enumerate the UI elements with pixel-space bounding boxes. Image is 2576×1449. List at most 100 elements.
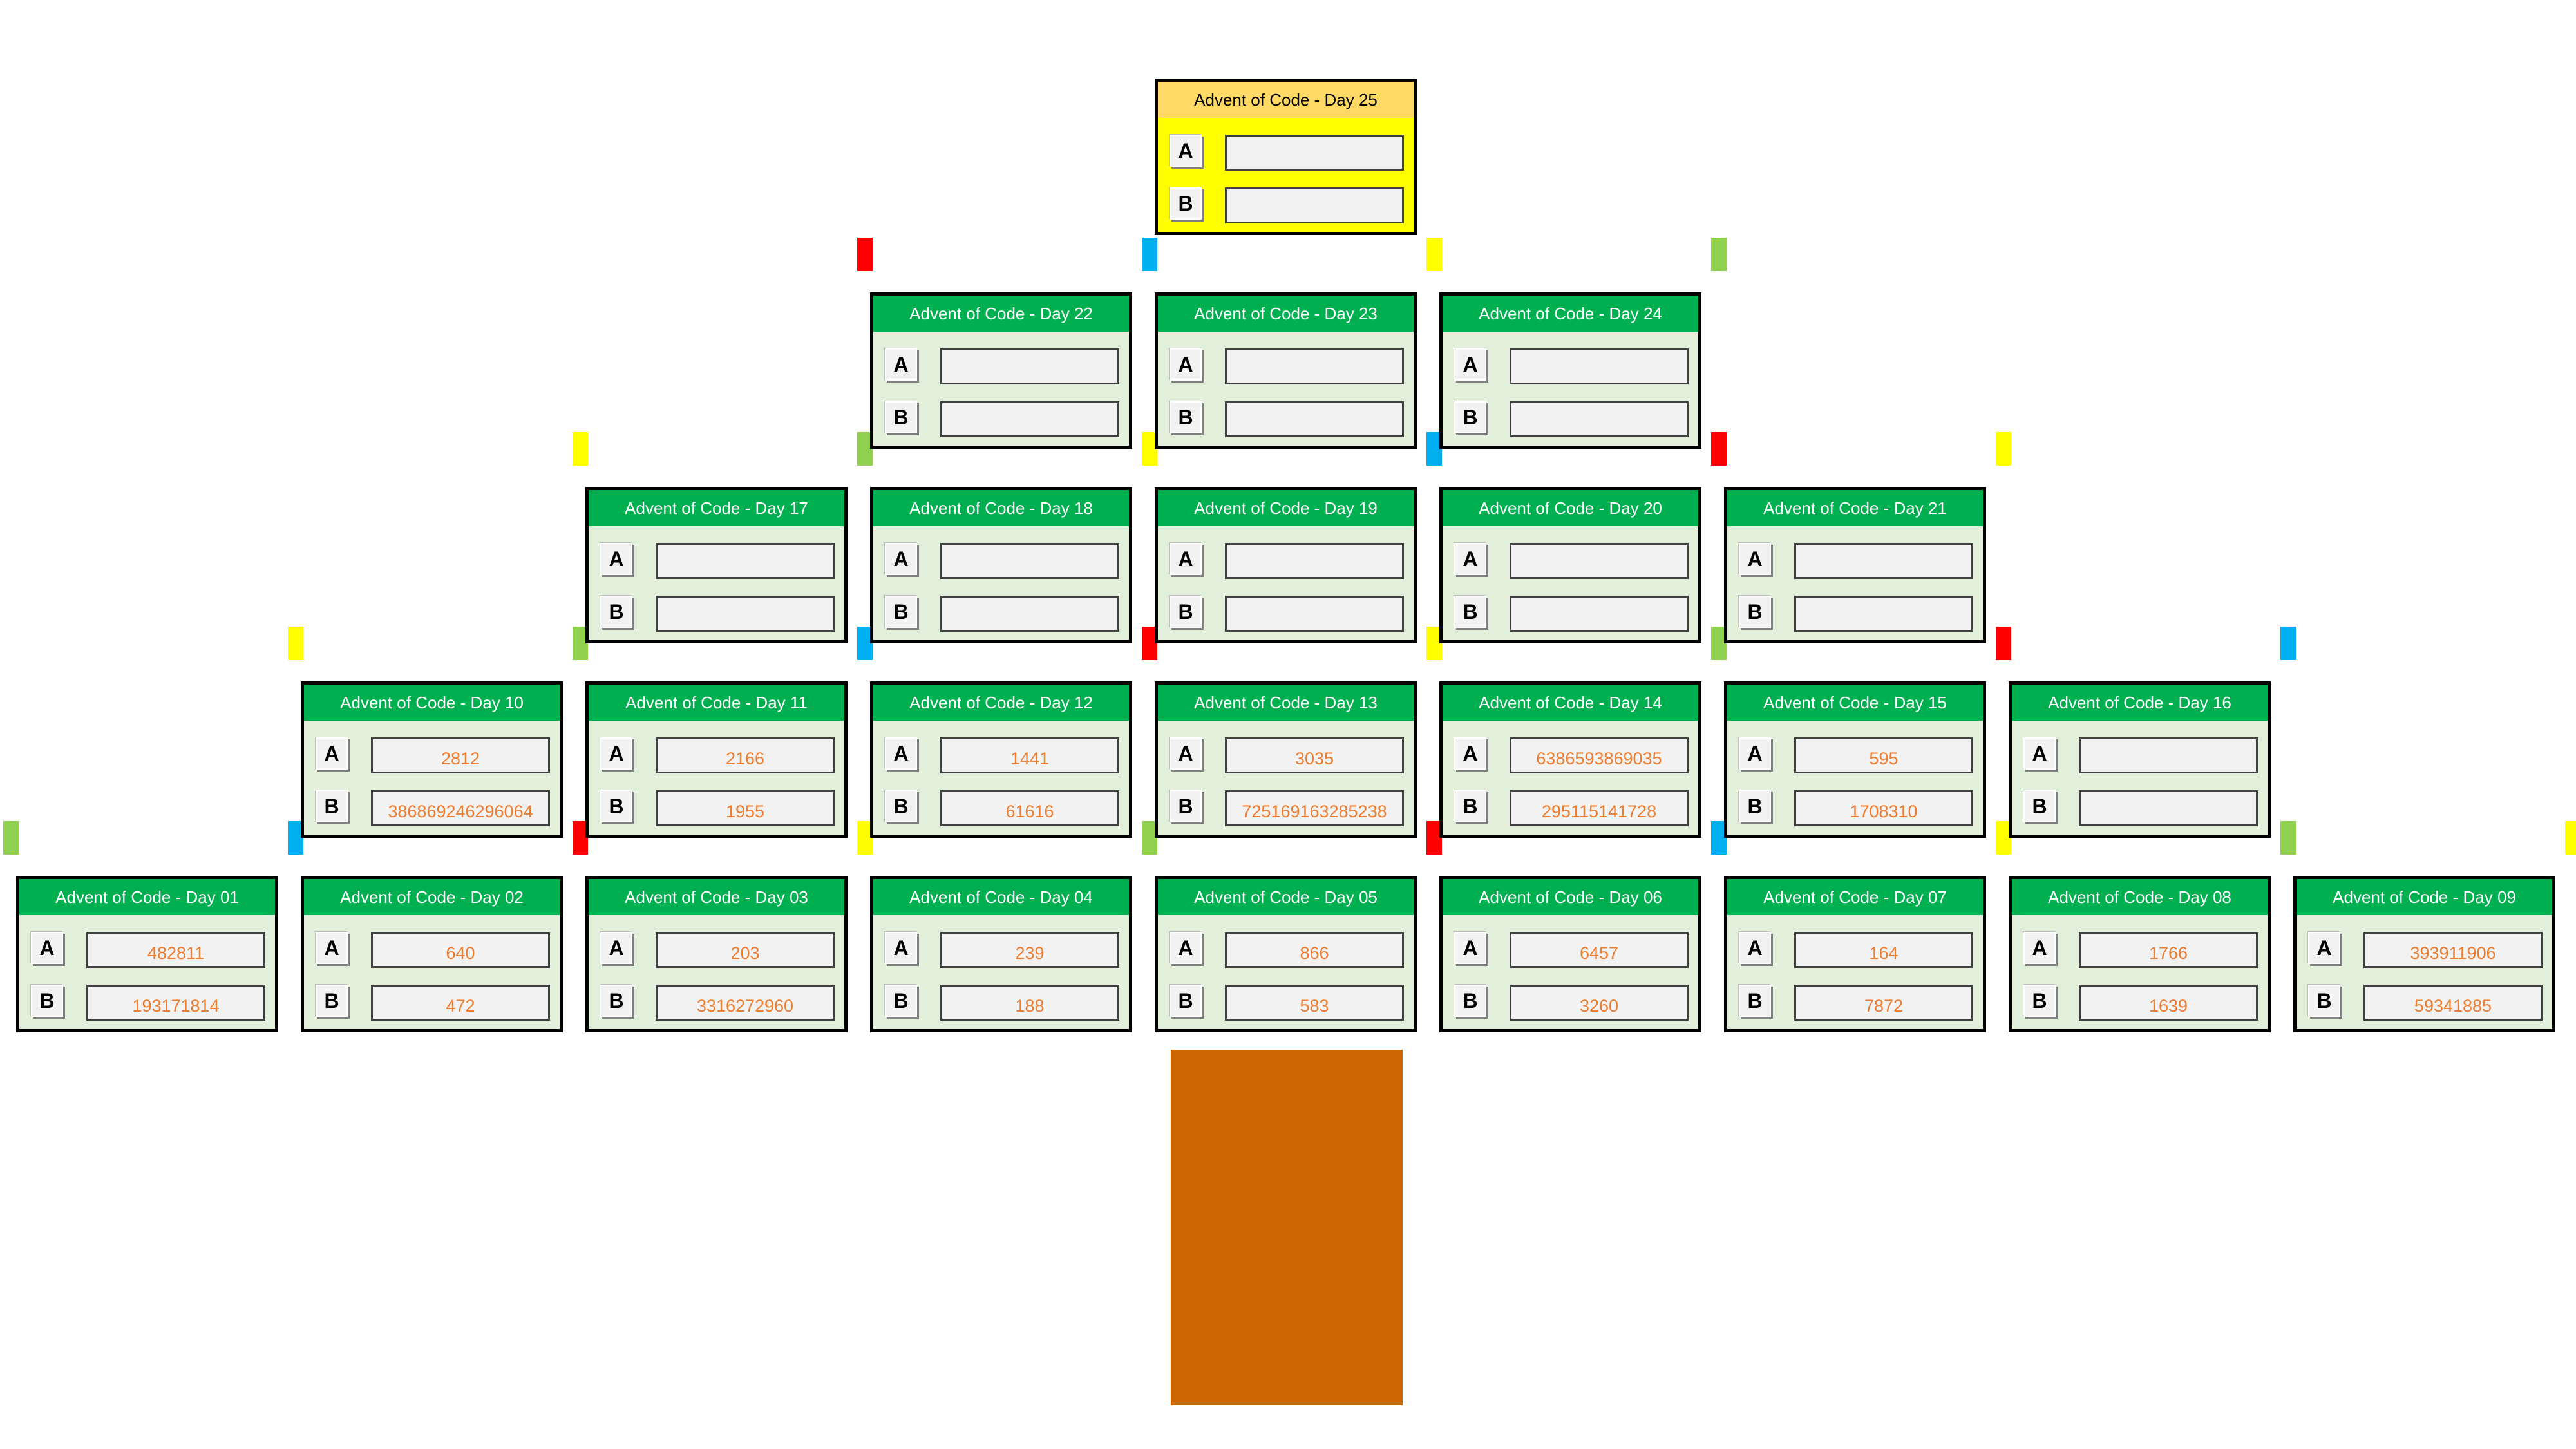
day-24-answer-b-field[interactable] <box>1510 401 1689 437</box>
day-10-answer-b-field[interactable]: 386869246296064 <box>371 790 550 826</box>
day-03-answer-a-field[interactable]: 203 <box>656 932 835 968</box>
day-16-solve-a-button[interactable]: A <box>2023 737 2056 770</box>
day-13-answer-b-field[interactable]: 725169163285238 <box>1225 790 1404 826</box>
day-08-answer-b-field[interactable]: 1639 <box>2079 985 2258 1021</box>
day-23-answer-b-field[interactable] <box>1225 401 1404 437</box>
day-22-answer-a-field[interactable] <box>940 348 1119 384</box>
day-19-answer-a-field[interactable] <box>1225 543 1404 579</box>
day-14-solve-a-button[interactable]: A <box>1454 737 1486 770</box>
day-09-solve-b-button[interactable]: B <box>2308 985 2340 1017</box>
day-10-answer-a-field[interactable]: 2812 <box>371 737 550 773</box>
day-20-solve-b-button[interactable]: B <box>1454 596 1486 628</box>
day-18-answer-a-field[interactable] <box>940 543 1119 579</box>
day-11-solve-b-button[interactable]: B <box>600 790 632 822</box>
day-18-answer-b-field[interactable] <box>940 596 1119 632</box>
day-03-solve-a-button[interactable]: A <box>600 932 632 964</box>
day-16-answer-b-field[interactable] <box>2079 790 2258 826</box>
day-17-answer-a-field[interactable] <box>656 543 835 579</box>
day-08-solve-b-button[interactable]: B <box>2023 985 2056 1017</box>
day-15-answer-b-field[interactable]: 1708310 <box>1794 790 1973 826</box>
day-22-answer-b-field[interactable] <box>940 401 1119 437</box>
day-03-solve-b-button[interactable]: B <box>600 985 632 1017</box>
day-13-solve-a-button[interactable]: A <box>1170 737 1202 770</box>
day-12-answer-b-field[interactable]: 61616 <box>940 790 1119 826</box>
day-06-answer-a-field[interactable]: 6457 <box>1510 932 1689 968</box>
day-07-answer-b-field[interactable]: 7872 <box>1794 985 1973 1021</box>
day-04-solve-a-button[interactable]: A <box>885 932 917 964</box>
day-05-solve-b-button[interactable]: B <box>1170 985 1202 1017</box>
day-02-solve-b-button[interactable]: B <box>316 985 348 1017</box>
day-06-solve-a-button[interactable]: A <box>1454 932 1486 964</box>
day-19-solve-a-button[interactable]: A <box>1170 543 1202 575</box>
day-01-answer-b-field[interactable]: 193171814 <box>86 985 265 1021</box>
day-17-solve-a-button[interactable]: A <box>600 543 632 575</box>
day-18-solve-b-button[interactable]: B <box>885 596 917 628</box>
day-14-solve-b-button[interactable]: B <box>1454 790 1486 822</box>
day-16-solve-b-button[interactable]: B <box>2023 790 2056 822</box>
day-20-solve-a-button[interactable]: A <box>1454 543 1486 575</box>
day-21-answer-b-field[interactable] <box>1794 596 1973 632</box>
day-10-solve-b-button[interactable]: B <box>316 790 348 822</box>
day-07-solve-b-button[interactable]: B <box>1739 985 1771 1017</box>
day-21-solve-a-button[interactable]: A <box>1739 543 1771 575</box>
day-11-answer-b-field[interactable]: 1955 <box>656 790 835 826</box>
day-19-answer-b-field[interactable] <box>1225 596 1404 632</box>
day-14-answer-a-field[interactable]: 6386593869035 <box>1510 737 1689 773</box>
day-05-answer-a-field[interactable]: 866 <box>1225 932 1404 968</box>
day-22-solve-a-button[interactable]: A <box>885 348 917 381</box>
day-06-answer-b-field[interactable]: 3260 <box>1510 985 1689 1021</box>
day-25-answer-a-field[interactable] <box>1225 135 1404 171</box>
day-16-answer-a-field[interactable] <box>2079 737 2258 773</box>
day-07-answer-a-field[interactable]: 164 <box>1794 932 1973 968</box>
day-12-solve-b-button[interactable]: B <box>885 790 917 822</box>
day-09-answer-a-field[interactable]: 393911906 <box>2363 932 2543 968</box>
day-25-solve-b-button[interactable]: B <box>1170 187 1202 220</box>
day-02-solve-a-button[interactable]: A <box>316 932 348 964</box>
day-02-answer-a-field[interactable]: 640 <box>371 932 550 968</box>
day-23-solve-a-button[interactable]: A <box>1170 348 1202 381</box>
day-02-answer-b-field[interactable]: 472 <box>371 985 550 1021</box>
day-01-solve-a-button[interactable]: A <box>31 932 63 964</box>
day-09-solve-a-button[interactable]: A <box>2308 932 2340 964</box>
day-03-answer-b-field[interactable]: 3316272960 <box>656 985 835 1021</box>
day-25-answer-b-field[interactable] <box>1225 187 1404 223</box>
day-04-answer-b-field[interactable]: 188 <box>940 985 1119 1021</box>
day-20-answer-b-field[interactable] <box>1510 596 1689 632</box>
day-24-answer-a-field[interactable] <box>1510 348 1689 384</box>
day-06-solve-b-button[interactable]: B <box>1454 985 1486 1017</box>
day-15-solve-a-button[interactable]: A <box>1739 737 1771 770</box>
day-21-answer-a-field[interactable] <box>1794 543 1973 579</box>
day-23-solve-b-button[interactable]: B <box>1170 401 1202 433</box>
day-24-solve-a-button[interactable]: A <box>1454 348 1486 381</box>
day-05-answer-b-field[interactable]: 583 <box>1225 985 1404 1021</box>
day-15-answer-a-field[interactable]: 595 <box>1794 737 1973 773</box>
day-18-solve-a-button[interactable]: A <box>885 543 917 575</box>
day-09-answer-b-field[interactable]: 59341885 <box>2363 985 2543 1021</box>
day-07-solve-a-button[interactable]: A <box>1739 932 1771 964</box>
day-12-answer-a-field[interactable]: 1441 <box>940 737 1119 773</box>
day-08-answer-a-field[interactable]: 1766 <box>2079 932 2258 968</box>
day-08-solve-a-button[interactable]: A <box>2023 932 2056 964</box>
day-10-solve-a-button[interactable]: A <box>316 737 348 770</box>
day-11-answer-a-field[interactable]: 2166 <box>656 737 835 773</box>
day-17-solve-b-button[interactable]: B <box>600 596 632 628</box>
day-12-solve-a-button[interactable]: A <box>885 737 917 770</box>
day-05-solve-a-button[interactable]: A <box>1170 932 1202 964</box>
day-11-solve-a-button[interactable]: A <box>600 737 632 770</box>
day-13-solve-b-button[interactable]: B <box>1170 790 1202 822</box>
day-19-solve-b-button[interactable]: B <box>1170 596 1202 628</box>
day-25-solve-a-button[interactable]: A <box>1170 135 1202 167</box>
day-13-answer-a-field[interactable]: 3035 <box>1225 737 1404 773</box>
day-01-answer-a-field[interactable]: 482811 <box>86 932 265 968</box>
day-23-answer-a-field[interactable] <box>1225 348 1404 384</box>
day-04-solve-b-button[interactable]: B <box>885 985 917 1017</box>
day-01-solve-b-button[interactable]: B <box>31 985 63 1017</box>
day-22-solve-b-button[interactable]: B <box>885 401 917 433</box>
day-04-answer-a-field[interactable]: 239 <box>940 932 1119 968</box>
day-21-solve-b-button[interactable]: B <box>1739 596 1771 628</box>
day-15-solve-b-button[interactable]: B <box>1739 790 1771 822</box>
day-17-answer-b-field[interactable] <box>656 596 835 632</box>
day-14-answer-b-field[interactable]: 295115141728 <box>1510 790 1689 826</box>
day-24-solve-b-button[interactable]: B <box>1454 401 1486 433</box>
day-20-answer-a-field[interactable] <box>1510 543 1689 579</box>
